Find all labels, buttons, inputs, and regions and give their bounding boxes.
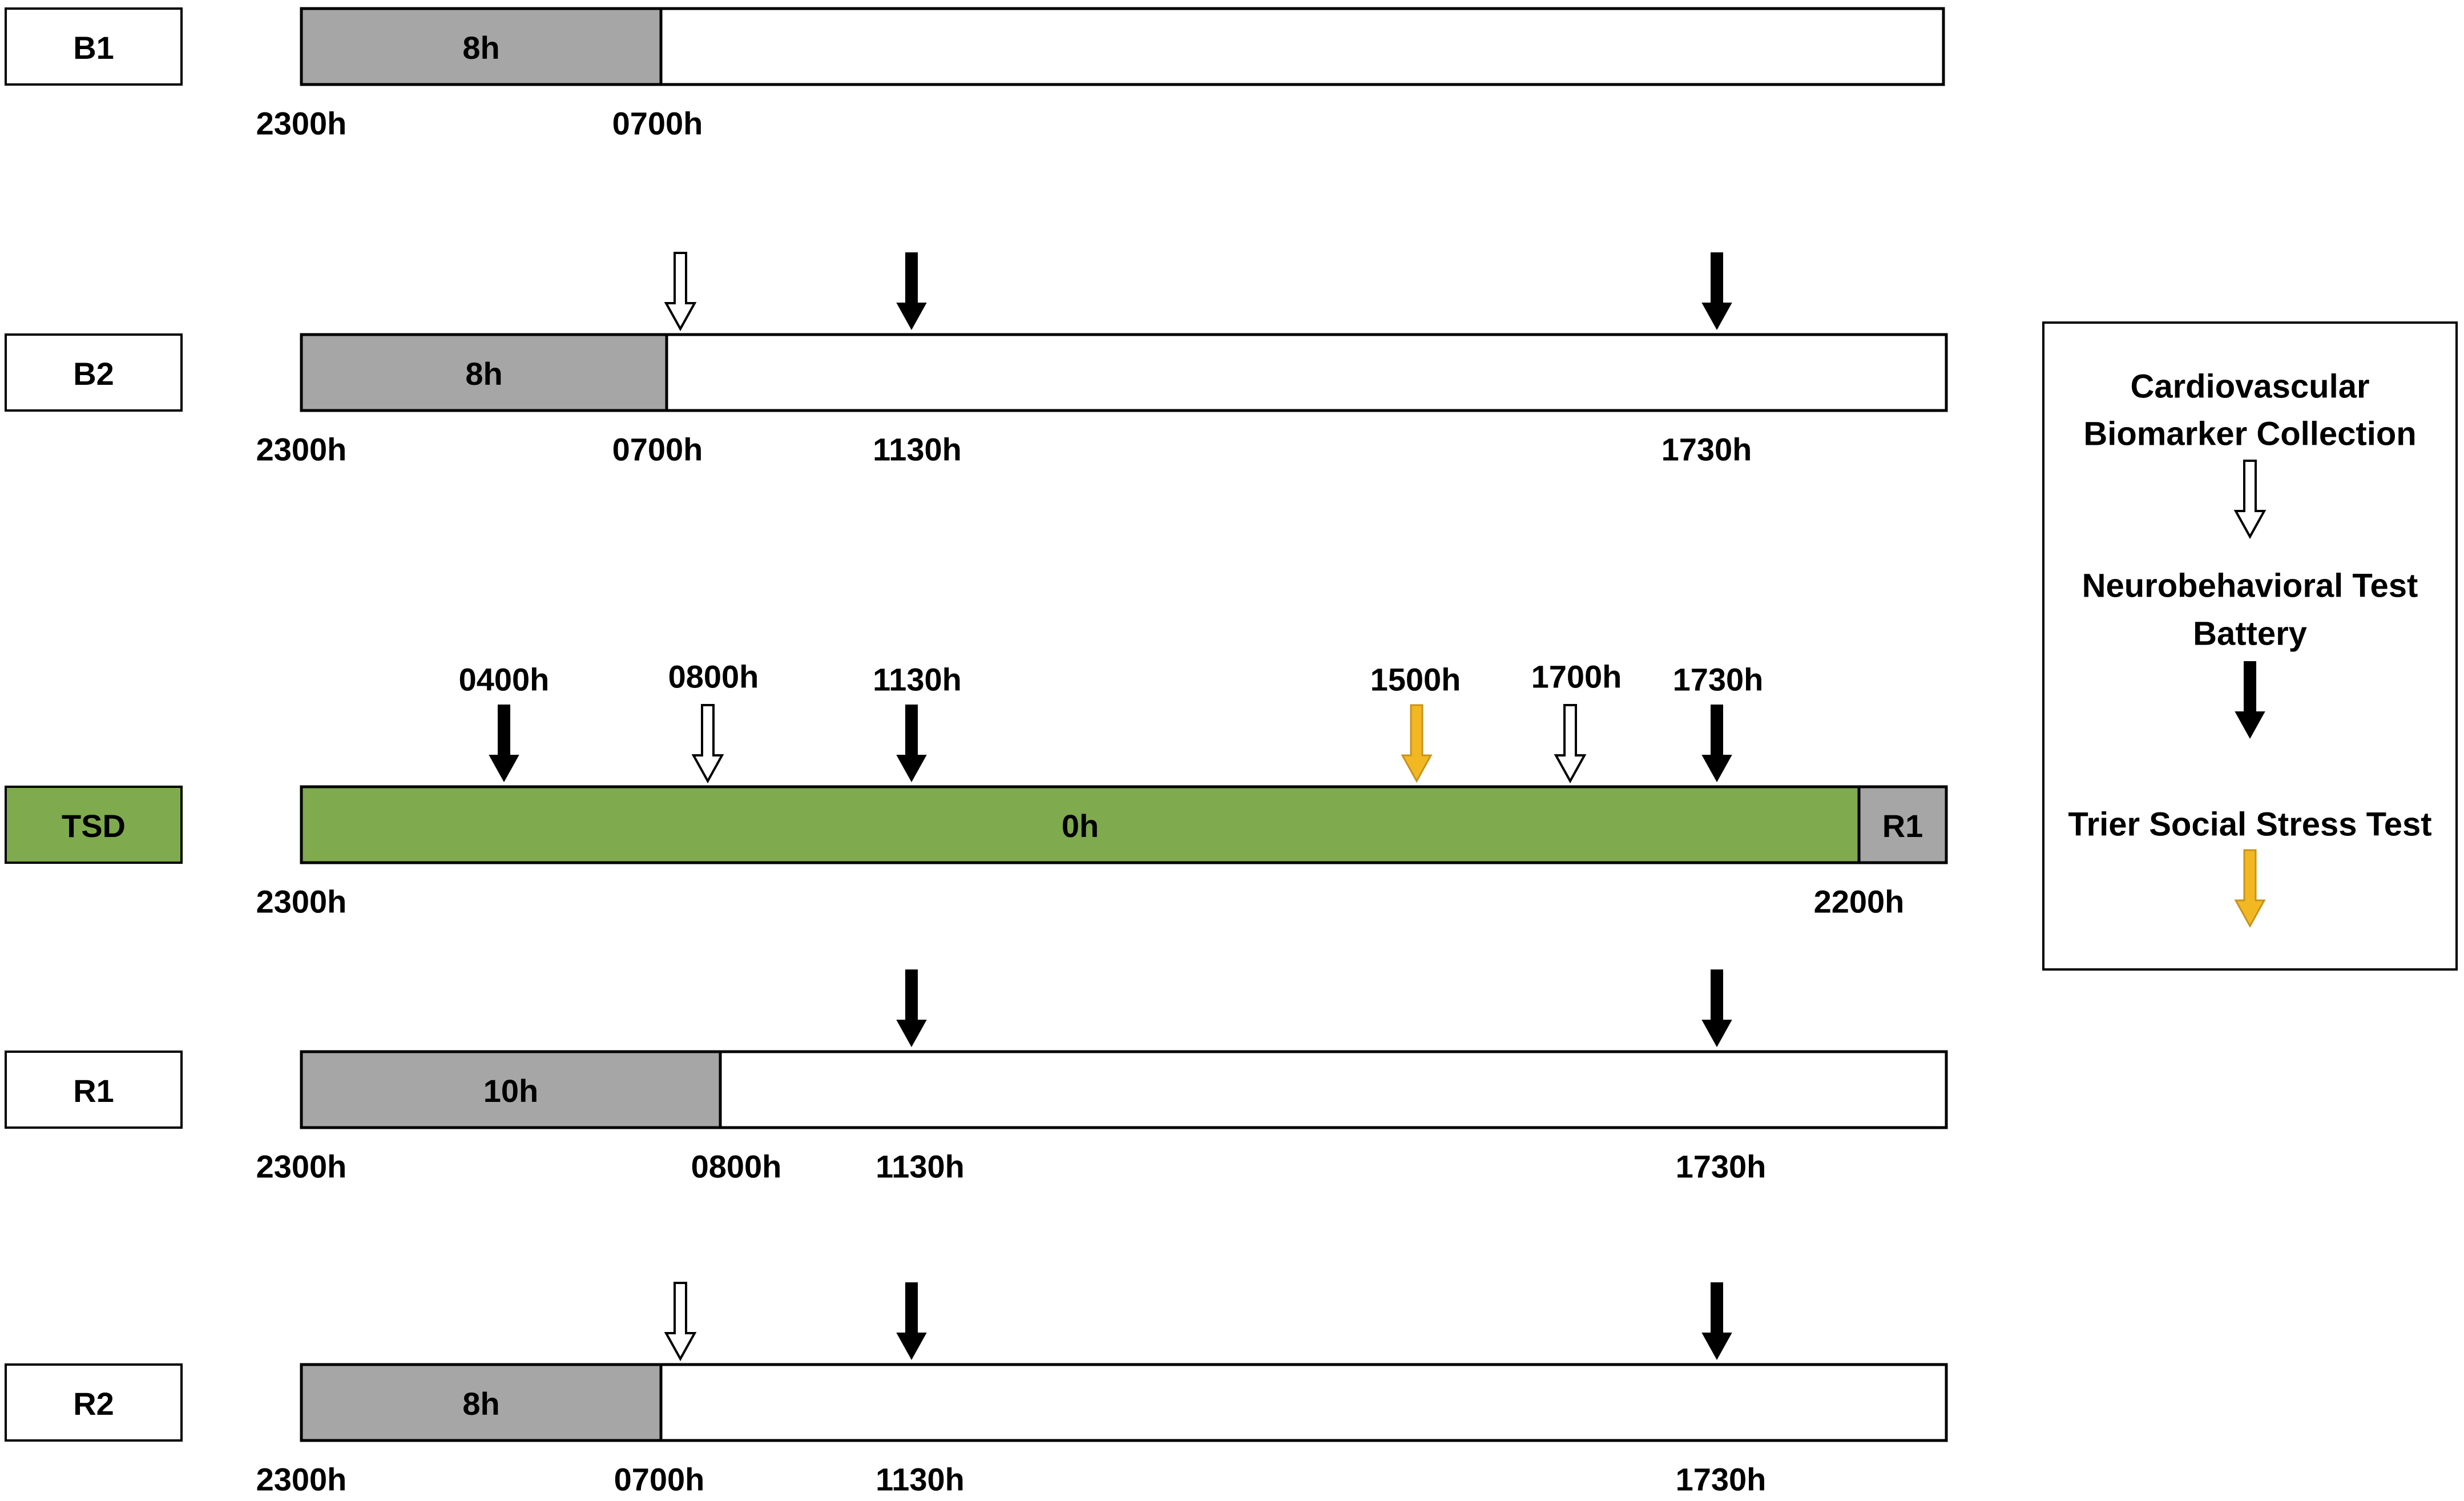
neurobehavioral-test-arrow-icon [896,969,927,1048]
time-label: 2300h [256,432,347,468]
tsst-arrow-icon [1401,704,1433,783]
row-label-box [5,7,183,86]
time-label: 0700h [614,1462,705,1498]
top-time-label: 0400h [459,662,550,698]
time-label: 0800h [691,1149,782,1185]
bar-segment [659,7,1945,86]
neurobehavioral-test-arrow-icon [2235,661,2265,739]
bar-segment [300,7,663,86]
neurobehavioral-test-arrow-icon [489,705,519,783]
legend-label: Trier Social Stress Test [2068,806,2431,843]
biomarker-collection-arrow-icon [1554,704,1587,784]
row-b2: B2 8h 2300h 0700h 1130h 1730h [5,252,1948,468]
row-label: B1 [73,30,114,66]
segment-label: 10h [483,1073,539,1109]
neurobehavioral-test-arrow-icon [1701,969,1732,1048]
time-label: 1730h [1662,432,1752,468]
bar-segment [659,1363,1948,1442]
segment-label: 8h [465,356,502,392]
biomarker-collection-arrow-icon [2233,460,2267,540]
segment-label: 8h [462,30,499,66]
top-time-label: 1500h [1370,662,1461,698]
row-label: TSD [62,808,126,844]
row-label-box [5,1051,183,1129]
row-label: B2 [73,356,114,392]
row-label: R1 [73,1073,114,1109]
time-label: 1130h [876,1149,965,1185]
time-label: 1730h [1676,1149,1767,1185]
bar-segment [1857,785,1948,864]
neurobehavioral-test-arrow-icon [896,1282,927,1361]
row-r2: R2 8h 2300h 0700h 1130h 1730h [5,1282,1948,1498]
time-label: 0700h [612,432,703,468]
bar-segment [719,1050,1948,1129]
bar-segment [300,1050,722,1129]
bar-segment [300,785,1861,864]
time-label: 1730h [1676,1462,1767,1498]
row-r1: R1 10h 2300h 0800h 1130h 1730h [5,969,1948,1185]
time-label: 1130h [876,1462,965,1498]
row-b1: B1 8h 2300h 0700h [5,7,1945,142]
top-time-label: 1130h [873,662,962,698]
row-label: R2 [73,1386,114,1422]
time-label: 2200h [1814,884,1905,920]
legend-label: Biomarker Collection [2083,416,2416,453]
time-label: 2300h [256,884,347,920]
row-tsd: TSD 0h R1 2300h 2200h 0400h 0800h 1130h 1500h 170… [5,659,1948,920]
time-label: 0700h [612,106,703,142]
time-label: 2300h [256,106,347,142]
top-time-label: 1700h [1531,659,1622,695]
row-label-box [5,786,183,864]
biomarker-collection-arrow-icon [691,704,724,784]
segment-label: R1 [1882,808,1923,844]
bar-segment [665,333,1948,412]
legend-label: Cardiovascular [2130,368,2369,405]
legend-label: Battery [2193,615,2307,653]
top-time-label: 0800h [668,659,759,695]
tsst-arrow-icon [2234,849,2266,928]
legend-label: Neurobehavioral Test [2082,568,2418,605]
neurobehavioral-test-arrow-icon [1701,1282,1732,1361]
biomarker-collection-arrow-icon [664,1282,697,1362]
biomarker-collection-arrow-icon [664,252,697,332]
row-label-box [5,333,183,412]
neurobehavioral-test-arrow-icon [1701,705,1732,783]
time-label: 2300h [256,1149,347,1185]
neurobehavioral-test-arrow-icon [896,705,927,783]
segment-label: 0h [1062,808,1099,844]
row-label-box [5,1363,183,1442]
time-label: 2300h [256,1462,347,1498]
neurobehavioral-test-arrow-icon [896,252,927,331]
top-time-label: 1730h [1673,662,1764,698]
segment-label: 8h [462,1386,499,1422]
neurobehavioral-test-arrow-icon [1701,252,1732,331]
time-label: 1130h [873,432,962,468]
